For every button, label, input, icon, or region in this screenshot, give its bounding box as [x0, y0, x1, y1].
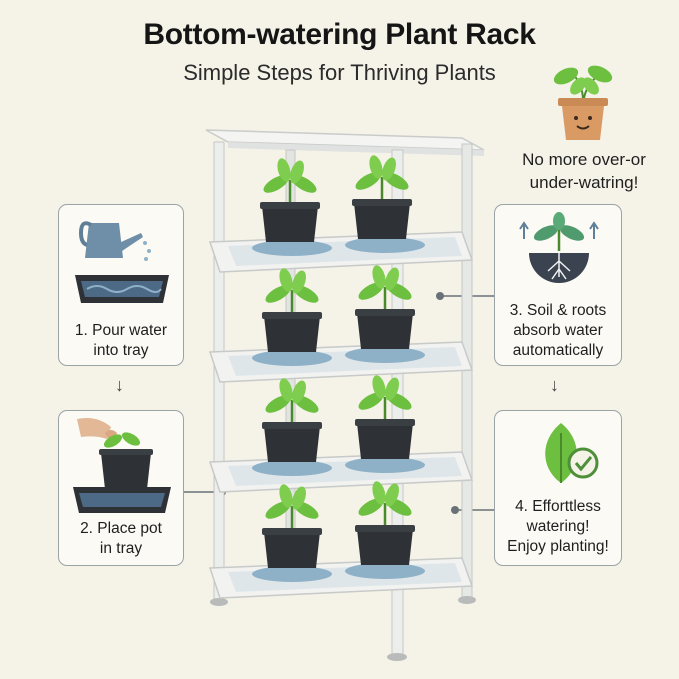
step-2-text: 2. Place pot in tray [59, 519, 183, 559]
shelf-3 [208, 451, 474, 493]
potted-plant [355, 481, 415, 565]
shelf-4 [208, 557, 474, 599]
step-card-place-pot: 2. Place pot in tray [58, 410, 184, 566]
step-1-line2: into tray [93, 342, 149, 359]
potted-plant [352, 155, 412, 239]
plant-rack-illustration [205, 129, 485, 661]
step-4-text: 4. Efforttless watering! Enjoy planting! [495, 497, 621, 557]
step-card-pour-water: 1. Pour water into tray [58, 204, 184, 366]
step-4-line1: 4. Efforttless [515, 498, 601, 515]
shelf-2 [208, 341, 474, 383]
shelf-1 [208, 231, 474, 273]
leaf-checkmark-icon [545, 423, 599, 483]
benefit-note: No more over-or under-watring! [494, 148, 674, 194]
potted-plant [355, 375, 415, 459]
potted-plant [262, 378, 322, 462]
watering-can-icon [75, 221, 169, 303]
arrow-step3-to-step4: ↓ [550, 375, 559, 395]
potted-plant [262, 268, 322, 352]
step-4-line2: watering! [526, 518, 590, 535]
step-3-line3: automatically [512, 342, 604, 359]
step-card-roots-absorb: 3. Soil & roots absorb water automatical… [494, 204, 622, 366]
smiling-pot-icon [553, 65, 613, 140]
potted-plant [260, 158, 320, 242]
potted-plants [260, 155, 415, 568]
step-card-effortless: 4. Efforttless watering! Enjoy planting! [494, 410, 622, 566]
benefit-note-line2: under-watring! [529, 173, 639, 192]
step-2-line1: 2. Place pot [80, 520, 162, 537]
step-3-line2: absorb water [513, 322, 603, 339]
potted-plant [262, 484, 322, 568]
step-1-text: 1. Pour water into tray [59, 321, 183, 361]
step-2-line2: in tray [99, 540, 143, 557]
step-3-text: 3. Soil & roots absorb water automatical… [495, 301, 621, 361]
step-1-line1: 1. Pour water [74, 322, 168, 339]
page-title: Bottom-watering Plant Rack [143, 18, 536, 51]
step-4-line3: Enjoy planting! [507, 538, 609, 555]
step-3-line1: 3. Soil & roots [509, 302, 607, 319]
page-subtitle: Simple Steps for Thriving Plants [183, 60, 496, 85]
hand-placing-pot-icon [73, 418, 171, 513]
arrow-step1-to-step2: ↓ [115, 375, 124, 395]
roots-absorbing-icon [519, 212, 599, 283]
benefit-note-line1: No more over-or [522, 150, 646, 169]
potted-plant [355, 265, 415, 349]
